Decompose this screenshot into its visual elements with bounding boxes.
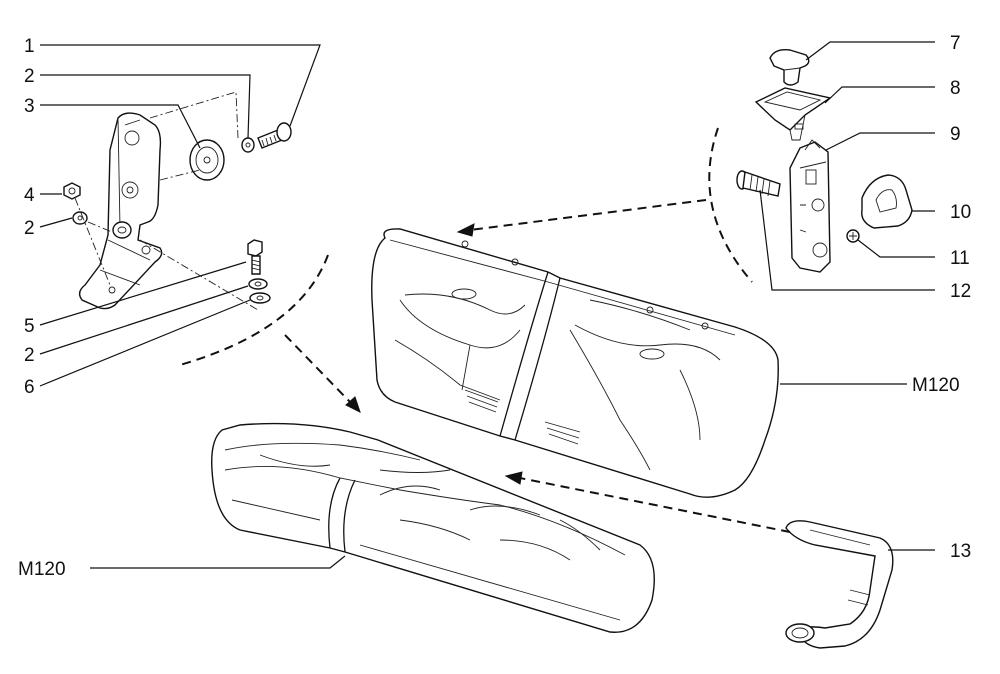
part-4-nut [63, 182, 81, 200]
part-12-bolt [736, 170, 781, 197]
label-3: 3 [24, 96, 35, 117]
label-12: 12 [950, 281, 971, 302]
label-7: 7 [950, 33, 961, 54]
label-6: 6 [24, 377, 35, 398]
part-10-striker [861, 174, 913, 229]
label-11: 11 [950, 248, 970, 269]
label-2-middle: 2 [24, 218, 35, 239]
seat-backrest [371, 228, 779, 498]
label-9: 9 [950, 124, 961, 145]
part-2-washer-lower [248, 278, 268, 290]
label-13: 13 [950, 541, 971, 562]
label-m120-backrest: M120 [912, 375, 960, 396]
part-6-flat-washer [249, 292, 271, 304]
label-4: 4 [24, 185, 35, 206]
part-11-screw [846, 229, 860, 243]
label-1: 1 [24, 36, 35, 57]
label-5: 5 [24, 316, 35, 337]
part-9-latch-body [789, 139, 831, 273]
part-8-bezel [754, 87, 832, 141]
label-2-lower: 2 [24, 345, 35, 366]
hinge-bracket [78, 112, 163, 310]
part-7-knob [769, 48, 810, 86]
part-3-cap [189, 139, 225, 181]
part-5-bolt [247, 239, 263, 275]
label-2-top: 2 [24, 66, 35, 87]
part-2-washer-top [241, 137, 255, 153]
part-13-strap [785, 520, 894, 649]
part-2-washer-left [72, 211, 88, 225]
label-8: 8 [950, 78, 961, 99]
label-m120-cushion: M120 [18, 559, 66, 580]
left-group-arc [179, 254, 329, 366]
right-group-arc [708, 127, 753, 283]
seat-cushion [211, 422, 655, 633]
label-10: 10 [950, 202, 971, 223]
part-1-screw [257, 122, 292, 149]
